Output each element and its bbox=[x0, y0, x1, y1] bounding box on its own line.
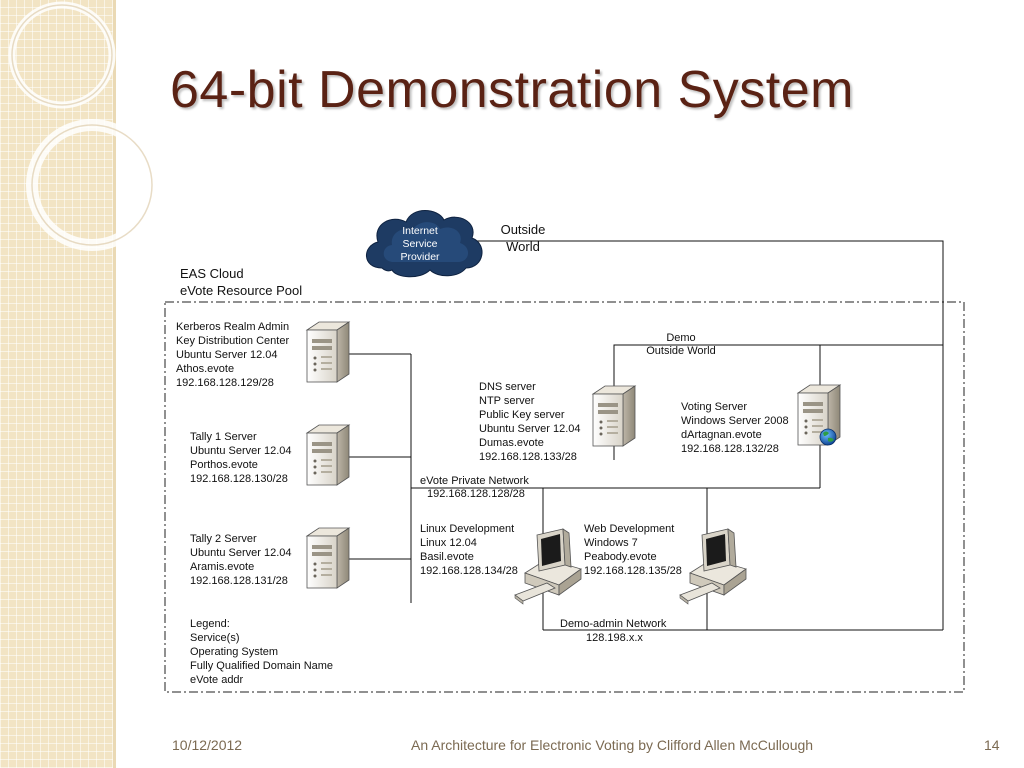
svg-text:Linux Development: Linux Development bbox=[420, 523, 514, 535]
private-network-label: eVote Private Network bbox=[420, 475, 529, 487]
svg-text:Windows 7: Windows 7 bbox=[584, 537, 638, 549]
cloud-label-line-3: Provider bbox=[400, 251, 440, 263]
eas-cloud-boundary bbox=[164, 301, 965, 693]
aramis-server-icon bbox=[306, 527, 350, 589]
dumas-server-label: DNS server NTP server Public Key server … bbox=[479, 381, 581, 463]
sidebar-edge bbox=[113, 0, 116, 768]
svg-text:192.168.128.131/28: 192.168.128.131/28 bbox=[190, 575, 288, 587]
outside-world-label-line-1: Outside bbox=[501, 222, 546, 237]
basil-workstation-icon bbox=[514, 528, 582, 605]
svg-text:Operating System: Operating System bbox=[190, 646, 278, 658]
svg-text:Public Key server: Public Key server bbox=[479, 409, 565, 421]
dartagnan-server-label: Voting Server Windows Server 2008 dArtag… bbox=[681, 401, 789, 455]
svg-text:Fully Qualified Domain Name: Fully Qualified Domain Name bbox=[190, 660, 333, 672]
footer-date: 10/12/2012 bbox=[172, 737, 243, 753]
svg-text:Tally 2 Server: Tally 2 Server bbox=[190, 533, 257, 545]
svg-text:Athos.evote: Athos.evote bbox=[176, 363, 234, 375]
svg-text:dArtagnan.evote: dArtagnan.evote bbox=[681, 429, 762, 441]
porthos-server-label: Tally 1 Server Ubuntu Server 12.04 Porth… bbox=[190, 431, 292, 485]
svg-text:192.168.128.135/28: 192.168.128.135/28 bbox=[584, 565, 682, 577]
svg-text:NTP server: NTP server bbox=[479, 395, 535, 407]
svg-text:Peabody.evote: Peabody.evote bbox=[584, 551, 657, 563]
svg-text:Basil.evote: Basil.evote bbox=[420, 551, 474, 563]
athos-server-label: Kerberos Realm Admin Key Distribution Ce… bbox=[176, 321, 289, 389]
svg-text:Ubuntu Server 12.04: Ubuntu Server 12.04 bbox=[190, 547, 292, 559]
resource-pool-label: eVote Resource Pool bbox=[180, 283, 302, 298]
dumas-server-icon bbox=[592, 385, 636, 447]
svg-text:Voting Server: Voting Server bbox=[681, 401, 747, 413]
svg-text:DNS server: DNS server bbox=[479, 381, 536, 393]
decorative-rings bbox=[8, 1, 158, 251]
svg-text:eVote addr: eVote addr bbox=[190, 674, 244, 686]
svg-text:Web Development: Web Development bbox=[584, 523, 674, 535]
svg-text:Dumas.evote: Dumas.evote bbox=[479, 437, 544, 449]
svg-text:Ubuntu Server 12.04: Ubuntu Server 12.04 bbox=[479, 423, 581, 435]
eas-cloud-label: EAS Cloud bbox=[180, 266, 244, 281]
demo-admin-network-address: 128.198.x.x bbox=[586, 632, 643, 644]
slide-title: 64-bit Demonstration System bbox=[170, 61, 854, 119]
demo-outside-label-line-2: Outside World bbox=[646, 345, 716, 357]
globe-icon bbox=[819, 428, 837, 446]
demo-outside-label-line-1: Demo bbox=[666, 332, 695, 344]
svg-text:Windows Server 2008: Windows Server 2008 bbox=[681, 415, 789, 427]
svg-text:Porthos.evote: Porthos.evote bbox=[190, 459, 258, 471]
svg-text:192.168.128.134/28: 192.168.128.134/28 bbox=[420, 565, 518, 577]
svg-text:Ubuntu Server 12.04: Ubuntu Server 12.04 bbox=[176, 349, 278, 361]
athos-server-icon bbox=[306, 321, 350, 383]
internet-cloud-icon: Internet Service Provider bbox=[366, 210, 483, 278]
cloud-label-line-2: Service bbox=[402, 238, 437, 250]
aramis-server-label: Tally 2 Server Ubuntu Server 12.04 Arami… bbox=[190, 533, 292, 587]
svg-text:Key Distribution Center: Key Distribution Center bbox=[176, 335, 289, 347]
porthos-server-icon bbox=[306, 424, 350, 486]
cloud-label-line-1: Internet bbox=[402, 225, 438, 237]
outside-world-label-line-2: World bbox=[506, 239, 540, 254]
svg-text:192.168.128.132/28: 192.168.128.132/28 bbox=[681, 443, 779, 455]
svg-text:Legend:: Legend: bbox=[190, 618, 230, 630]
svg-text:Ubuntu Server 12.04: Ubuntu Server 12.04 bbox=[190, 445, 292, 457]
svg-text:192.168.128.133/28: 192.168.128.133/28 bbox=[479, 451, 577, 463]
private-network-address: 192.168.128.128/28 bbox=[427, 488, 525, 500]
basil-workstation-label: Linux Development Linux 12.04 Basil.evot… bbox=[420, 523, 518, 577]
demo-admin-network-label: Demo-admin Network bbox=[560, 618, 667, 630]
page-number: 14 bbox=[984, 737, 1000, 753]
legend: Legend: Service(s) Operating System Full… bbox=[190, 618, 333, 686]
svg-text:Linux 12.04: Linux 12.04 bbox=[420, 537, 477, 549]
svg-text:Tally 1 Server: Tally 1 Server bbox=[190, 431, 257, 443]
svg-text:Kerberos Realm Admin: Kerberos Realm Admin bbox=[176, 321, 289, 333]
footer-caption: An Architecture for Electronic Voting by… bbox=[411, 737, 814, 753]
svg-text:192.168.128.130/28: 192.168.128.130/28 bbox=[190, 473, 288, 485]
svg-text:Service(s): Service(s) bbox=[190, 632, 240, 644]
svg-text:192.168.128.129/28: 192.168.128.129/28 bbox=[176, 377, 274, 389]
peabody-workstation-label: Web Development Windows 7 Peabody.evote … bbox=[584, 523, 682, 577]
peabody-workstation-icon bbox=[679, 528, 747, 605]
svg-text:Aramis.evote: Aramis.evote bbox=[190, 561, 254, 573]
